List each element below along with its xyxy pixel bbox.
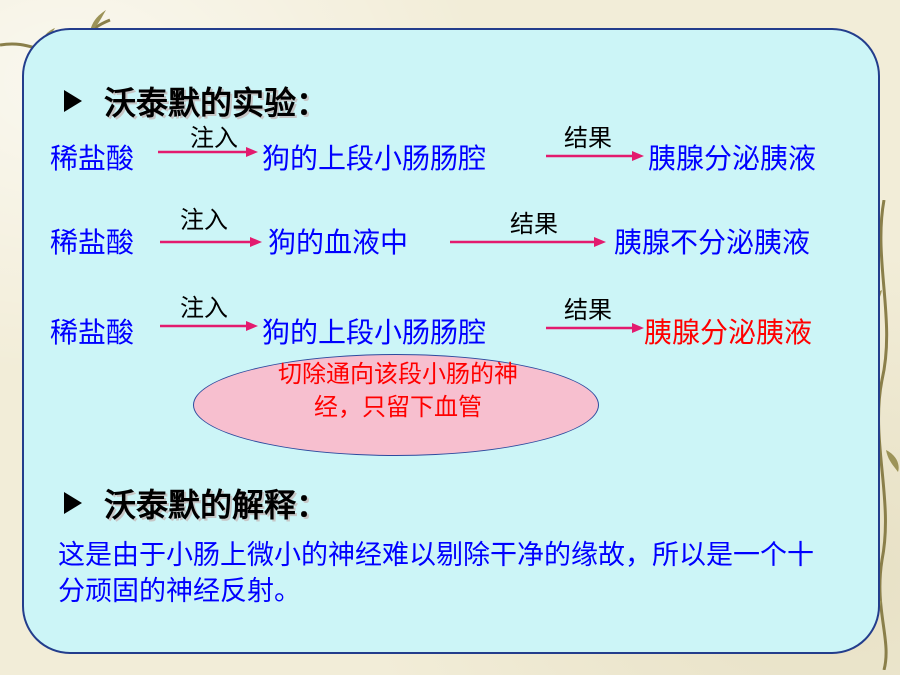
explanation-heading: 沃泰默的解释： bbox=[64, 480, 328, 526]
row1-label-inject: 注入 bbox=[190, 124, 238, 152]
right-arrow-icon bbox=[160, 320, 258, 332]
row1-middle-term: 狗的上段小肠肠腔 bbox=[262, 142, 487, 175]
row3-middle-term: 狗的上段小肠肠腔 bbox=[262, 316, 487, 349]
ellipse-note-text: 切除通向该段小肠的神经，只留下血管 bbox=[278, 360, 518, 421]
content-panel bbox=[22, 28, 880, 654]
row3-left-term: 稀盐酸 bbox=[50, 316, 135, 349]
row2-left-term: 稀盐酸 bbox=[50, 226, 135, 259]
triangle-bullet-icon bbox=[64, 90, 82, 112]
note-ellipse bbox=[193, 354, 599, 456]
row2-result-term: 胰腺不分泌胰液 bbox=[614, 226, 811, 259]
row2-label-result: 结果 bbox=[510, 210, 558, 238]
right-arrow-icon bbox=[546, 150, 644, 162]
row1-label-result: 结果 bbox=[564, 124, 612, 152]
row1-result-term: 胰腺分泌胰液 bbox=[648, 142, 817, 175]
right-arrow-icon bbox=[160, 236, 262, 248]
experiment-heading: 沃泰默的实验： bbox=[64, 78, 328, 124]
row3-result-term: 胰腺分泌胰液 bbox=[644, 316, 813, 349]
row2-label-inject: 注入 bbox=[180, 206, 228, 234]
row2-middle-term: 狗的血液中 bbox=[268, 226, 409, 259]
right-arrow-icon bbox=[546, 322, 644, 334]
triangle-bullet-icon bbox=[64, 492, 82, 514]
row3-label-result: 结果 bbox=[564, 296, 612, 324]
row1-left-term: 稀盐酸 bbox=[50, 142, 135, 175]
right-arrow-icon bbox=[158, 146, 258, 158]
right-arrow-icon bbox=[450, 236, 606, 248]
explanation-text: 这是由于小肠上微小的神经难以剔除干净的缘故，所以是一个十分顽固的神经反射。 bbox=[58, 540, 814, 607]
row3-label-inject: 注入 bbox=[180, 294, 228, 322]
